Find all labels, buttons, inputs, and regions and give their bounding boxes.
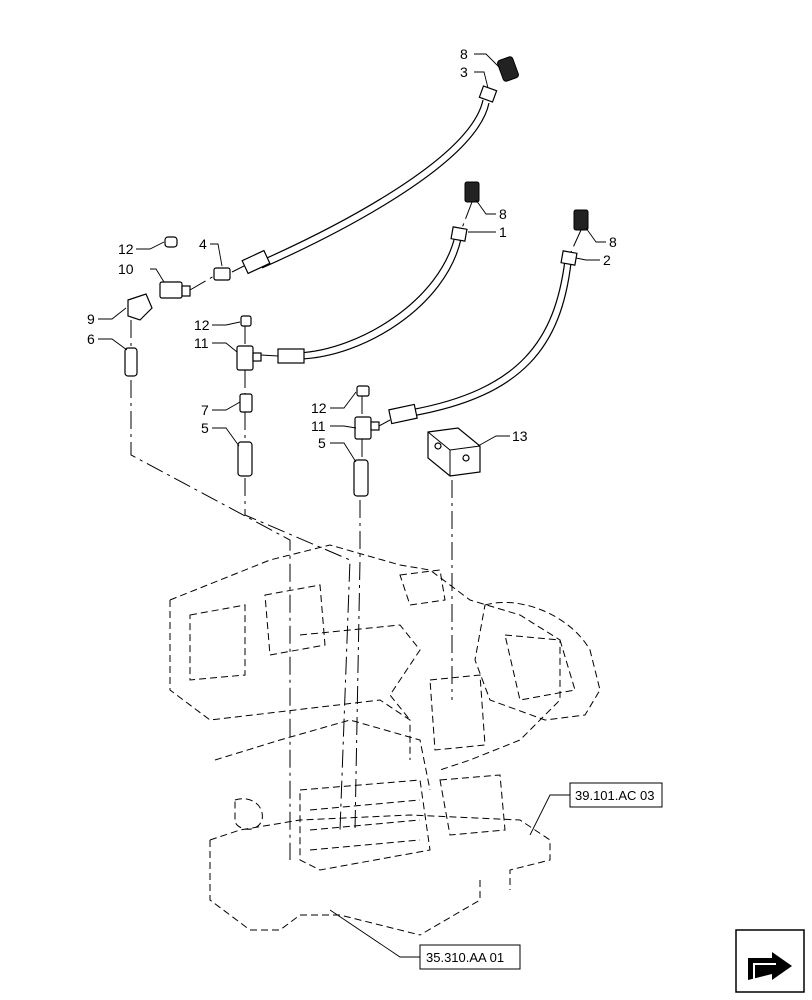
callout-12: 12 xyxy=(118,241,134,257)
callout-8: 8 xyxy=(609,234,617,250)
reference-box-1[interactable]: 39.101.AC 03 xyxy=(569,782,663,808)
callout-5: 5 xyxy=(201,420,209,436)
reference-box-2[interactable]: 35.310.AA 01 xyxy=(419,944,521,970)
callout-13: 13 xyxy=(512,428,528,444)
svg-text:39.101.AC 03: 39.101.AC 03 xyxy=(575,788,655,803)
callout-10: 10 xyxy=(118,261,134,277)
callout-1: 1 xyxy=(499,224,507,240)
callout-11: 11 xyxy=(311,418,326,434)
assembly-lines xyxy=(130,201,582,860)
callout-9: 9 xyxy=(87,311,95,327)
machine-frame xyxy=(169,544,601,936)
callout-5: 5 xyxy=(318,435,326,451)
callout-12: 12 xyxy=(311,400,327,416)
callout-2: 2 xyxy=(603,252,611,268)
callout-4: 4 xyxy=(199,236,207,252)
hose-2 xyxy=(388,209,589,425)
svg-text:35.310.AA 01: 35.310.AA 01 xyxy=(426,950,504,965)
callout-6: 6 xyxy=(87,331,95,347)
fitting-group-right xyxy=(353,385,380,497)
callout-7: 7 xyxy=(201,402,209,418)
callout-leaders xyxy=(98,53,606,958)
callout-labels: 8 3 8 1 8 2 12 4 10 9 6 12 11 7 5 12 11 … xyxy=(87,46,617,451)
fitting-group-left xyxy=(124,236,231,377)
callout-8: 8 xyxy=(460,46,468,62)
hose-1 xyxy=(277,181,480,364)
callout-3: 3 xyxy=(460,64,468,80)
hose-3 xyxy=(241,56,519,275)
fitting-group-middle xyxy=(236,315,262,477)
callout-8: 8 xyxy=(499,206,507,222)
view-direction-arrow-icon[interactable] xyxy=(735,929,805,993)
callout-11: 11 xyxy=(194,335,209,351)
callout-12: 12 xyxy=(194,317,210,333)
bracket-13 xyxy=(427,427,481,477)
